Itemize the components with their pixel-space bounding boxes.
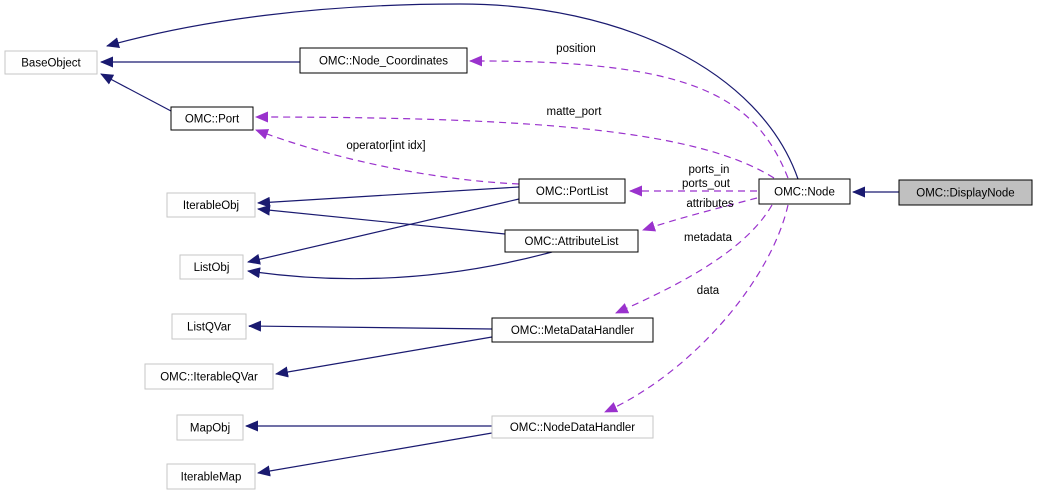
inheritance-edge-portlist-iterableobj	[257, 186, 520, 208]
class-node-iterable-qvar-label: OMC::IterableQVar	[160, 372, 258, 384]
inheritance-edge-port-baseobject	[100, 73, 172, 112]
class-node-port-box[interactable]	[170, 106, 254, 131]
class-node-list-qvar-label: ListQVar	[187, 322, 231, 334]
class-node-node[interactable]: OMC::Node	[758, 178, 851, 205]
class-node-node-coordinates[interactable]: OMC::Node_Coordinates	[299, 47, 468, 74]
class-node-iterable-qvar[interactable]: OMC::IterableQVar	[144, 363, 274, 390]
inheritance-edge-metadatahandler-listqvar	[248, 320, 493, 332]
class-node-node-data-handler-label: OMC::NodeDataHandler	[510, 422, 635, 434]
edge-label-ports-in: ports_in	[689, 164, 730, 176]
class-node-map-obj[interactable]: MapObj	[176, 414, 244, 441]
inheritance-edge-portlist-listobj	[247, 198, 520, 265]
class-node-metadata-handler-box[interactable]	[491, 317, 654, 343]
edge-label-position: position	[556, 43, 596, 55]
inheritance-edge-attributelist-listobj	[247, 251, 553, 280]
class-node-port-list-box[interactable]	[518, 178, 626, 204]
usage-edge-matte-port	[255, 111, 775, 179]
class-node-attribute-list-box[interactable]	[504, 229, 639, 253]
inheritance-edge-nodedatahandler-iterablemap	[257, 432, 493, 477]
edge-label-data: data	[697, 285, 720, 297]
class-node-node-data-handler-box[interactable]	[491, 415, 654, 439]
class-node-map-obj-label: MapObj	[190, 423, 230, 435]
class-node-node-data-handler[interactable]: OMC::NodeDataHandler	[491, 415, 654, 439]
edge-label-metadata: metadata	[684, 232, 733, 244]
class-node-list-qvar[interactable]: ListQVar	[171, 313, 247, 340]
class-node-node-label: OMC::Node	[774, 187, 835, 199]
class-node-iterable-obj-label: IterableObj	[183, 200, 239, 212]
inheritance-edge-metadatahandler-iterableqvar	[275, 336, 493, 378]
usage-edge-position	[469, 55, 789, 179]
class-node-attribute-list[interactable]: OMC::AttributeList	[504, 229, 639, 253]
class-node-port[interactable]: OMC::Port	[170, 106, 254, 131]
class-node-port-list[interactable]: OMC::PortList	[518, 178, 626, 204]
class-node-baseobject[interactable]: BaseObject	[4, 50, 98, 75]
edge-label-matte-port: matte_port	[547, 106, 603, 118]
class-node-list-obj[interactable]: ListObj	[179, 254, 244, 280]
class-node-display-node-label: OMC::DisplayNode	[916, 188, 1014, 200]
class-node-list-qvar-box[interactable]	[171, 313, 247, 340]
edge-label-operator-idx: operator[int idx]	[346, 140, 425, 152]
class-node-iterable-map[interactable]: IterableMap	[166, 463, 256, 490]
class-node-iterable-map-label: IterableMap	[181, 472, 242, 484]
class-node-metadata-handler[interactable]: OMC::MetaDataHandler	[491, 317, 654, 343]
class-node-node-coordinates-label: OMC::Node_Coordinates	[319, 56, 448, 68]
class-node-display-node: OMC::DisplayNode	[898, 179, 1033, 206]
inheritance-edge-node-baseobject	[106, 3, 799, 180]
class-node-attribute-list-label: OMC::AttributeList	[525, 236, 620, 248]
class-node-metadata-handler-label: OMC::MetaDataHandler	[511, 325, 635, 337]
edge-label-ports-out: ports_out	[682, 178, 731, 190]
class-node-node-coordinates-box[interactable]	[299, 47, 468, 74]
class-node-list-obj-label: ListObj	[194, 262, 230, 274]
usage-edge-metadata	[615, 204, 773, 314]
class-node-list-obj-box[interactable]	[179, 254, 244, 280]
class-node-iterable-qvar-box[interactable]	[144, 363, 274, 390]
class-node-port-label: OMC::Port	[185, 114, 240, 126]
class-node-baseobject-label: BaseObject	[21, 58, 81, 70]
class-node-iterable-obj-box[interactable]	[166, 192, 256, 218]
class-node-iterable-obj[interactable]: IterableObj	[166, 192, 256, 218]
inheritance-edge-attributelist-iterableobj	[257, 204, 506, 235]
usage-edge-data	[604, 204, 789, 413]
edge-label-attributes: attributes	[686, 198, 734, 210]
class-node-baseobject-box[interactable]	[4, 50, 98, 75]
class-node-map-obj-box[interactable]	[176, 414, 244, 441]
class-node-display-node-box	[898, 179, 1033, 206]
class-node-port-list-label: OMC::PortList	[536, 186, 609, 198]
usage-edge-operator-idx	[255, 129, 520, 185]
class-node-node-box[interactable]	[758, 178, 851, 205]
class-node-iterable-map-box[interactable]	[166, 463, 256, 490]
